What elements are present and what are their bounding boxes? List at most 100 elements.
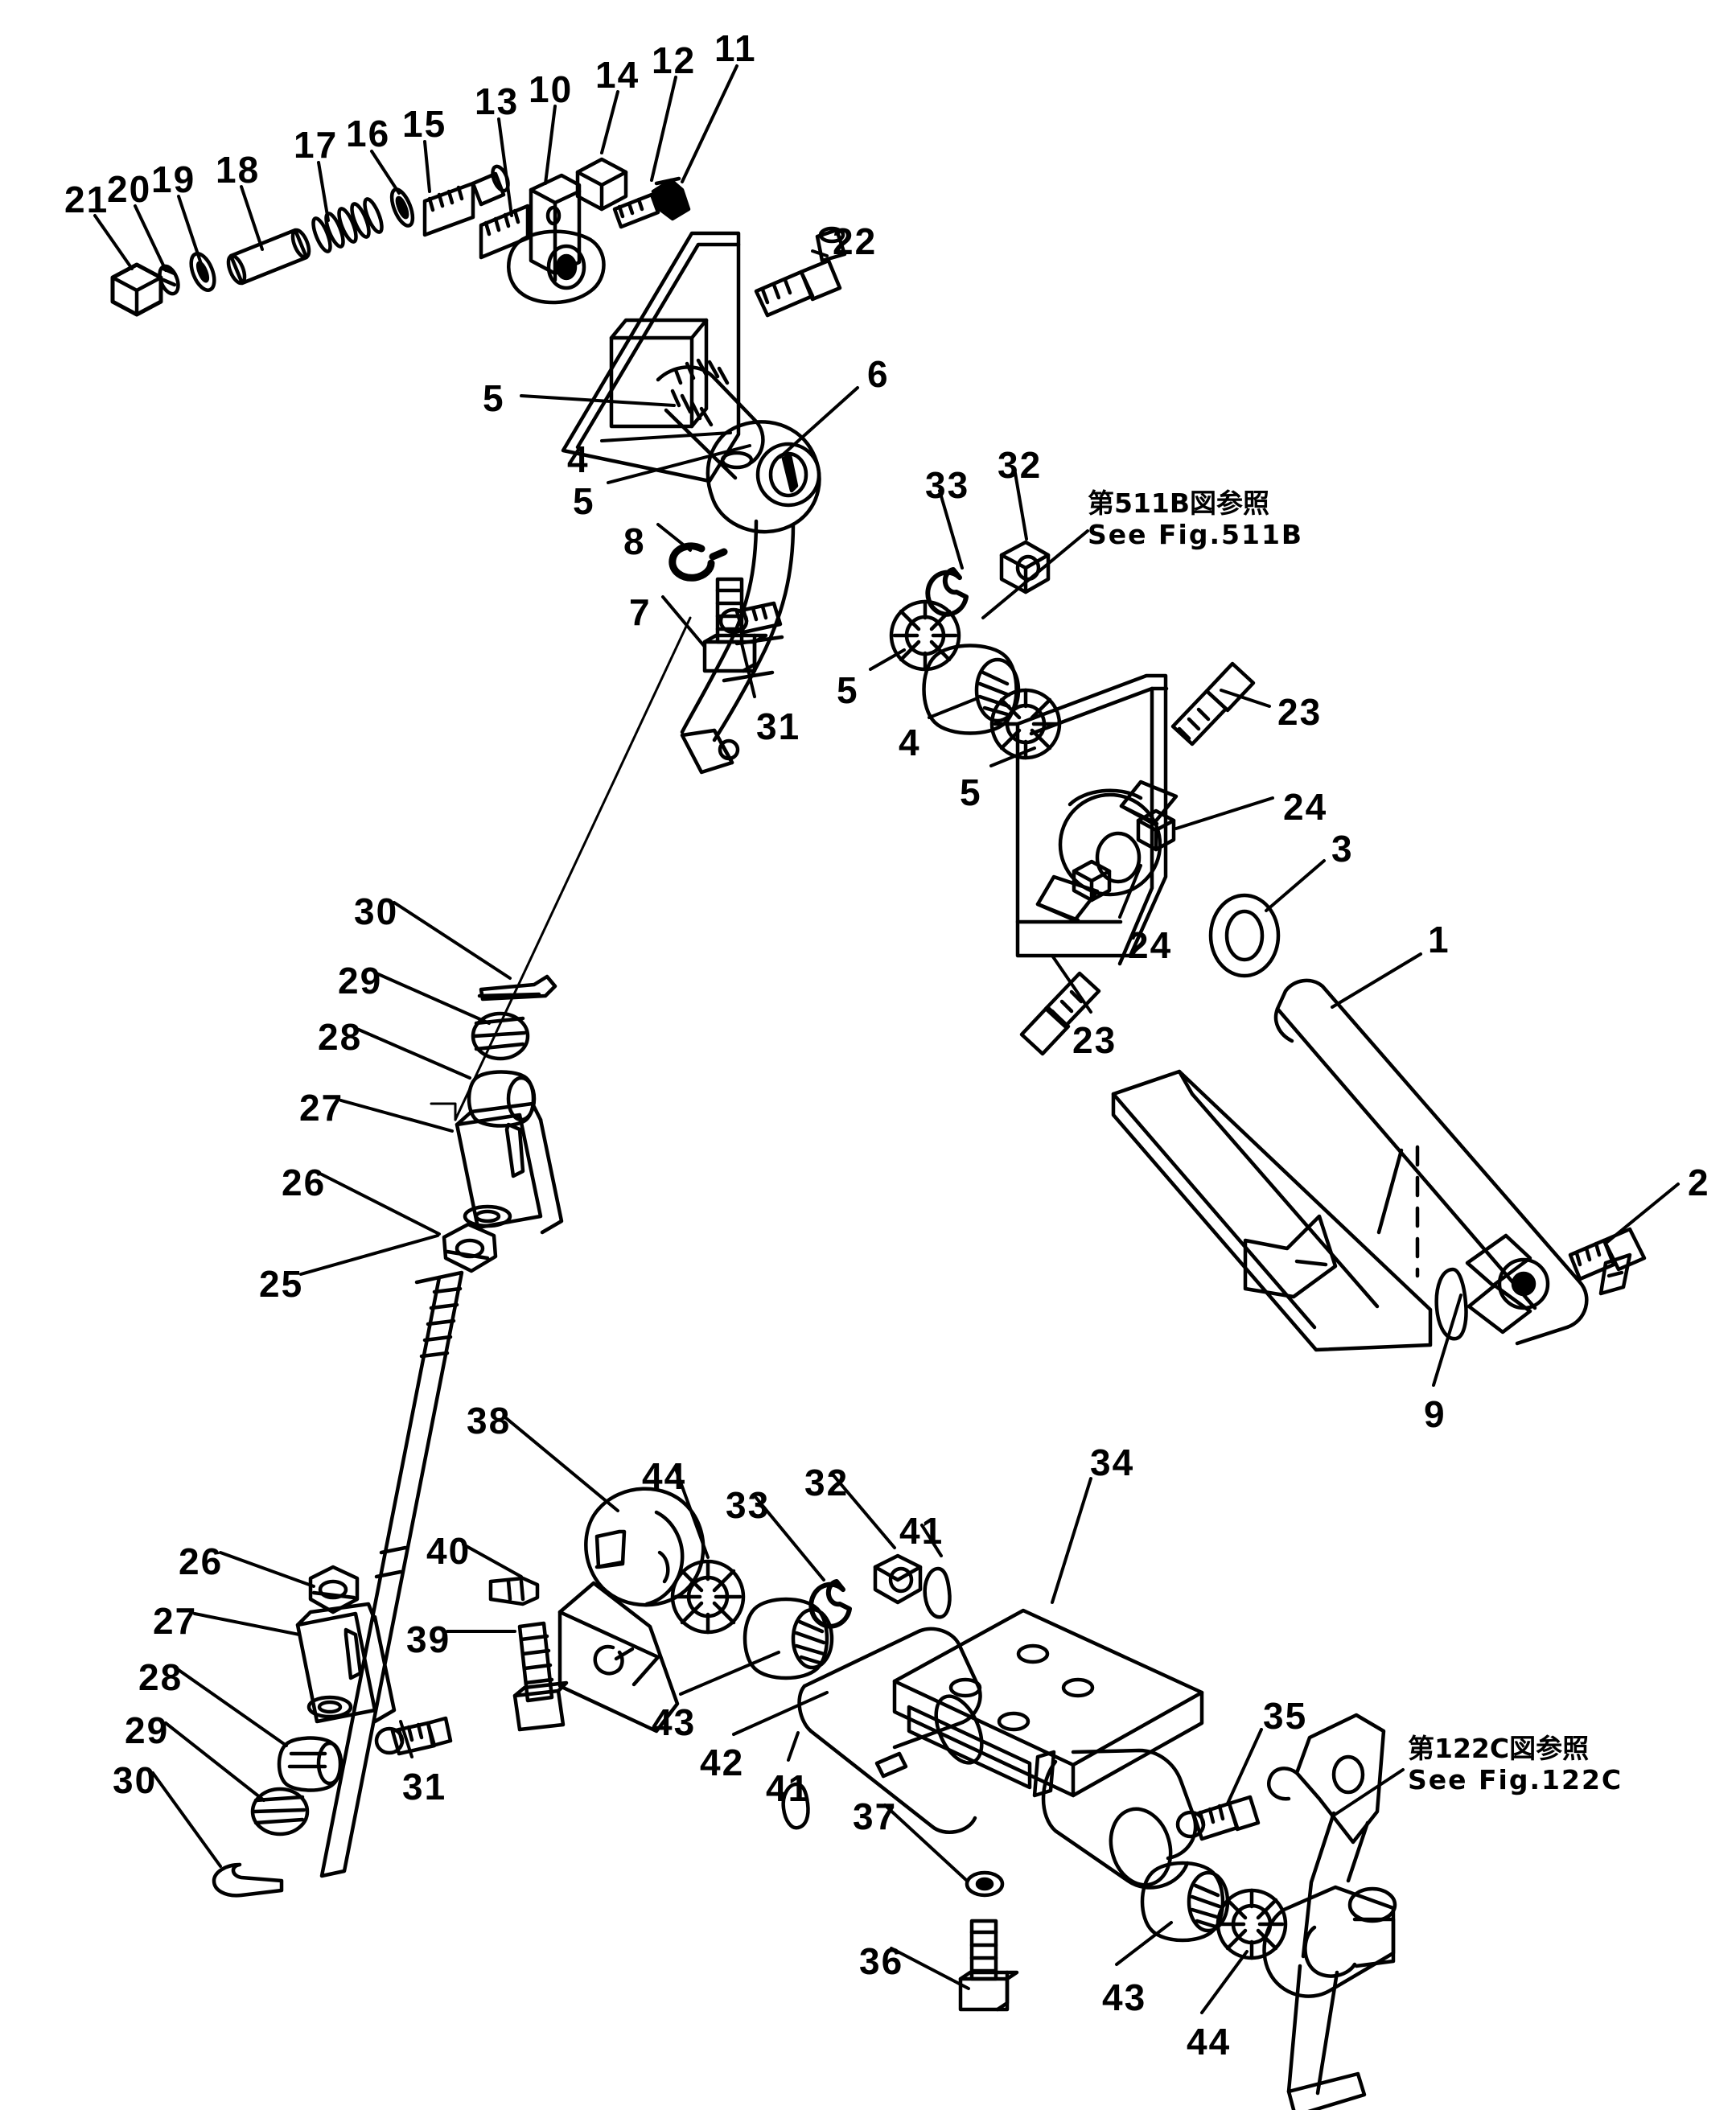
callout-number-4: 4 [899, 722, 921, 763]
part-14-nut [575, 157, 628, 212]
callout-number-23: 23 [1072, 1019, 1117, 1061]
callout-number-31: 31 [402, 1766, 447, 1808]
part-37-washer [965, 1870, 1005, 1898]
part-44-bearing-center [670, 1559, 746, 1635]
callout-number-12: 12 [652, 39, 697, 81]
part-28-spacer-lower [277, 1736, 343, 1792]
part-10-bracket-plate [507, 173, 606, 305]
callout-number-27: 27 [299, 1087, 344, 1129]
part-29-nut-upper [471, 1011, 530, 1061]
callout-number-40: 40 [426, 1530, 471, 1572]
callout-number-23: 23 [1277, 691, 1323, 733]
part-housing-bracket-upper [561, 231, 741, 483]
part-31-grease-fitting-upper [718, 601, 783, 635]
callout-number-28: 28 [138, 1656, 183, 1698]
callout-number-21: 21 [64, 179, 109, 220]
part-26-nut-lower [308, 1565, 360, 1614]
callout-number-24: 24 [1128, 924, 1173, 966]
callout-number-33: 33 [726, 1484, 771, 1526]
callout-number-32: 32 [804, 1462, 849, 1503]
callout-number-5: 5 [573, 480, 595, 522]
callout-number-38: 38 [467, 1400, 512, 1442]
part-38-lever-yoke [557, 1487, 706, 1734]
part-39-bolt [512, 1621, 569, 1732]
part-31-grease-fitting-lower [374, 1716, 453, 1756]
callout-number-6: 6 [867, 353, 890, 395]
callout-number-4: 4 [567, 438, 590, 480]
part-41-key-lower [781, 1782, 810, 1830]
callout-number-17: 17 [294, 124, 339, 166]
callout-number-28: 28 [318, 1016, 363, 1058]
part-17-spring [311, 197, 384, 253]
part-8-retaining-clip [668, 542, 728, 582]
part-5-bearing-b [989, 688, 1062, 760]
callout-number-19: 19 [151, 158, 196, 200]
callout-number-32: 32 [998, 444, 1043, 486]
callout-number-41: 41 [899, 1510, 944, 1552]
part-11-bolt [651, 176, 691, 221]
part-29-nut-lower [250, 1787, 310, 1836]
part-35-grease-fitting-right [1175, 1795, 1261, 1841]
part-9-shim [1434, 1267, 1468, 1341]
callout-number-39: 39 [406, 1618, 451, 1660]
part-32-nut-upper [999, 540, 1051, 594]
part-4-bushing-mid [922, 644, 1021, 735]
callout-number-24: 24 [1283, 786, 1328, 828]
part-22-grease-fitting [754, 226, 847, 318]
callout-number-29: 29 [338, 960, 383, 1002]
part-30-cotter-pin-lower [212, 1862, 284, 1898]
reference-note-japanese: 第122C図参照 [1408, 1733, 1590, 1764]
part-23-bolt-upper [1170, 661, 1256, 747]
callout-number-14: 14 [595, 54, 640, 96]
part-26-nut-upper [442, 1222, 498, 1273]
callout-number-18: 18 [216, 149, 261, 191]
part-23-bolt-lower [1019, 971, 1101, 1056]
callout-number-26: 26 [179, 1540, 224, 1582]
callout-number-30: 30 [354, 890, 399, 932]
part-40-pin [488, 1576, 540, 1606]
part-5-bearing-a [889, 599, 961, 672]
part-15-bolt [422, 164, 510, 237]
callout-number-16: 16 [346, 113, 391, 154]
callout-number-43: 43 [1102, 1976, 1147, 2018]
callout-number-31: 31 [756, 705, 801, 747]
part-44-bearing-right [1216, 1888, 1288, 1960]
callout-number-44: 44 [642, 1455, 687, 1497]
callout-number-5: 5 [837, 669, 859, 711]
part-25-connecting-rod [319, 1270, 464, 1878]
callout-number-3: 3 [1331, 828, 1354, 870]
callout-number-25: 25 [259, 1263, 304, 1305]
callout-number-20: 20 [107, 168, 152, 210]
callout-number-37: 37 [853, 1795, 898, 1837]
part-27-clevis-upper [455, 1101, 564, 1235]
callout-number-43: 43 [652, 1701, 697, 1743]
part-43-bushing-right [1140, 1861, 1230, 1943]
callout-number-11: 11 [714, 27, 757, 69]
reference-note-english: See Fig.511B [1088, 518, 1304, 550]
callout-number-5: 5 [960, 771, 982, 813]
part-32-nut-lower [873, 1553, 923, 1605]
callout-number-10: 10 [529, 68, 574, 110]
part-2-grease-fitting [1568, 1227, 1647, 1296]
callout-number-2: 2 [1688, 1162, 1710, 1203]
part-34-mounting-bracket [892, 1608, 1204, 1890]
part-3-washer [1208, 893, 1281, 978]
callout-number-26: 26 [282, 1162, 327, 1203]
part-18-sleeve [226, 228, 311, 286]
callout-number-15: 15 [402, 103, 447, 145]
part-36-bolt [958, 1919, 1019, 2012]
part-12-washer [612, 192, 660, 229]
part-27-clevis-lower [295, 1602, 397, 1724]
callout-number-22: 22 [833, 220, 878, 262]
callout-number-34: 34 [1090, 1442, 1135, 1483]
callout-number-44: 44 [1187, 2021, 1232, 2063]
callout-number-5: 5 [483, 377, 505, 419]
callout-number-35: 35 [1263, 1695, 1308, 1737]
callout-number-13: 13 [475, 80, 520, 122]
part-33-snap-ring-lower [808, 1579, 852, 1629]
callout-number-30: 30 [113, 1759, 158, 1801]
part-43-bushing-center [743, 1597, 834, 1680]
